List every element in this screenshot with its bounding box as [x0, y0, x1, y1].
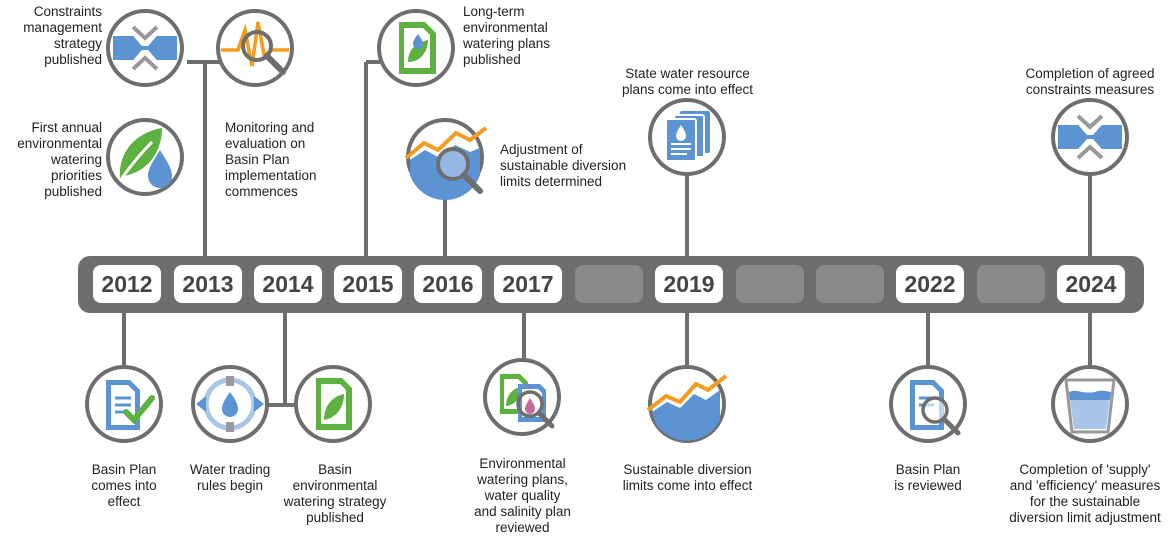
year-label: 2024 [1065, 271, 1116, 297]
label-basin-plan-effect: Basin Plan comes into effect [91, 462, 157, 509]
label-env-plans-reviewed: Environmental watering plans, water qual… [474, 456, 571, 535]
leaf-water-drop-icon [106, 118, 184, 196]
connector-lines [122, 60, 1092, 407]
label-basin-plan-reviewed: Basin Plan is reviewed [894, 462, 962, 493]
constraint-narrowing-icon [1051, 98, 1129, 176]
label-completion-constraints: Completion of agreed constraints measure… [1025, 66, 1155, 97]
water-trading-arrows-icon [191, 365, 269, 443]
documents-magnifier-icon [483, 358, 561, 436]
stacked-documents-icon [648, 98, 726, 176]
label-longterm-plans: Long-term environmental watering plans p… [463, 4, 551, 67]
year-label: 2013 [182, 271, 233, 297]
label-state-water-plans: State water resource plans come into eff… [621, 66, 754, 97]
year-slot-2013: 2013 [174, 265, 242, 303]
label-monitoring-evaluation: Monitoring and evaluation on Basin Plan … [225, 120, 317, 199]
year-label: 2017 [502, 271, 553, 297]
label-adjustment-limits: Adjustment of sustainable diversion limi… [500, 142, 627, 189]
year-slot-2014: 2014 [254, 265, 322, 303]
document-magnifier-icon [889, 365, 967, 443]
year-label: 2019 [663, 271, 714, 297]
year-slot-empty [736, 265, 804, 303]
water-level-graph-icon [646, 365, 728, 443]
year-slot-2024: 2024 [1057, 265, 1125, 303]
document-check-icon [85, 365, 163, 443]
graph-magnifier-icon [404, 118, 488, 200]
water-glass-icon [1051, 365, 1129, 443]
label-supply-efficiency: Completion of 'supply' and 'efficiency' … [1009, 462, 1161, 525]
label-basin-strategy: Basin environmental watering strategy pu… [283, 462, 387, 525]
monitoring-magnifier-icon [216, 9, 294, 87]
label-water-trading: Water trading rules begin [189, 462, 271, 493]
document-leaf-icon [294, 365, 372, 443]
year-slot-2015: 2015 [334, 265, 402, 303]
year-label: 2016 [422, 271, 473, 297]
label-sdl-effect: Sustainable diversion limits come into e… [622, 462, 753, 493]
constraint-narrowing-icon [106, 9, 184, 87]
year-slot-empty [816, 265, 884, 303]
year-label: 2012 [101, 271, 152, 297]
year-slot-2016: 2016 [414, 265, 482, 303]
document-leaf-icon [377, 9, 455, 87]
label-constraints-strategy: Constraints management strategy publishe… [23, 4, 102, 67]
year-slot-2017: 2017 [494, 265, 562, 303]
year-slot-empty [575, 265, 643, 303]
year-slot-2022: 2022 [896, 265, 964, 303]
year-label: 2014 [262, 271, 313, 297]
year-slot-2019: 2019 [655, 265, 723, 303]
year-slot-2012: 2012 [93, 265, 161, 303]
label-first-annual-priorities: First annual environmental watering prio… [17, 120, 102, 199]
year-label: 2015 [342, 271, 393, 297]
year-slot-empty [977, 265, 1045, 303]
year-label: 2022 [904, 271, 955, 297]
